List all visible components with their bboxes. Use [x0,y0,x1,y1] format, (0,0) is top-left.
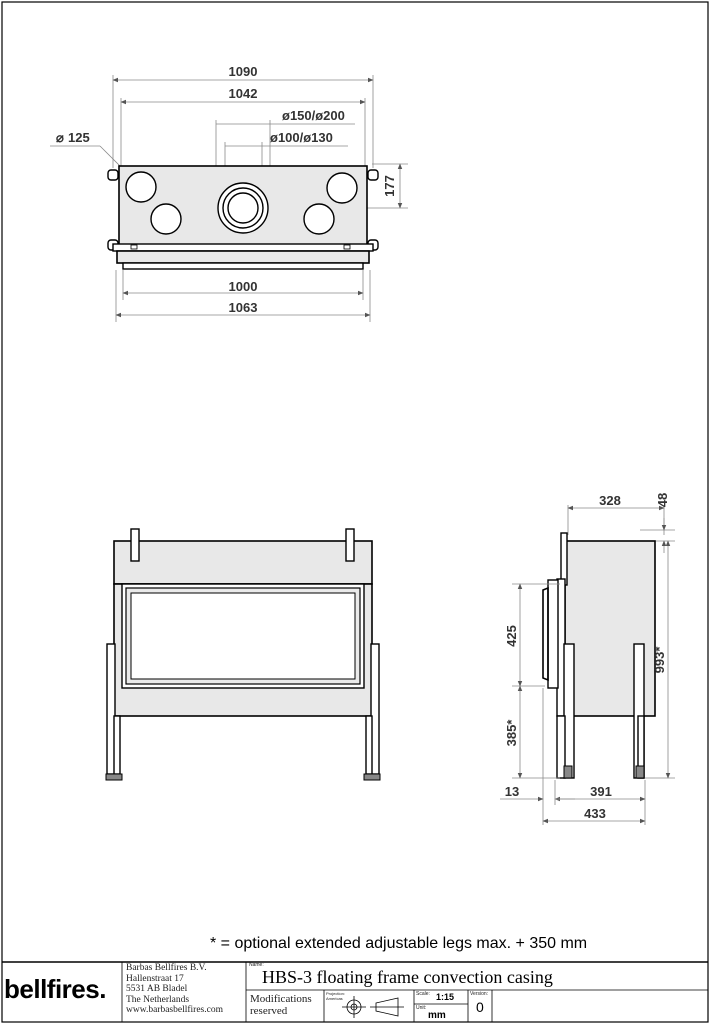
modifications-line: Modifications [250,993,312,1005]
dim-depth-offset: 177 [382,175,397,197]
convection-hole [125,171,157,203]
company-address: Barbas Bellfires B.V. Hallenstraat 17 55… [126,963,223,1016]
legs-note: * = optional extended adjustable legs ma… [210,935,588,952]
dim-side-depth-top: 328 [599,493,621,508]
convection-hole [303,203,335,235]
dim-side-top-offset: 48 [655,493,670,507]
address-line: The Netherlands [126,994,190,1005]
brand-logo: bellfires. [4,974,106,1004]
dim-side-total-height: 993* [652,646,667,674]
dim-top-width-overall: 1090 [229,64,258,79]
address-line: Hallenstraat 17 [126,973,184,984]
dim-bottom-width: 1063 [229,300,258,315]
unit-label: Unit: [416,1005,427,1011]
address-line: Barbas Bellfires B.V. [126,963,207,973]
dim-hole-diameter: 125 [68,130,90,145]
version-label: Version: [470,991,489,997]
dim-flue-outer: ø150/ø200 [282,108,345,123]
name-label: Name: [249,962,264,968]
scale-value: 1:15 [436,992,455,1002]
dim-side-depth-total: 433 [584,806,606,821]
address-line: 5531 AB Bladel [126,984,188,994]
projection-line: Americas [326,996,343,1001]
scale-label: Scale: [416,991,430,997]
top-view: 1090 1042 ø150/ø200 ø100/ø130 ⌀ 125 177 [50,64,408,322]
dim-flue-inner: ø100/ø130 [270,130,333,145]
address-line: www.barbasbellfires.com [126,1005,223,1015]
modifications-note: Modifications reserved [250,993,312,1017]
unit-value: mm [428,1010,446,1021]
dim-top-width-body: 1042 [229,86,258,101]
dim-hole-diameter-symbol: ⌀ [56,130,64,145]
version-value: 0 [476,999,484,1015]
flue-inner-circle [227,192,259,224]
convection-hole [150,203,182,235]
modifications-line: reserved [250,1005,288,1017]
projection-label: Projection: Americas [326,991,345,1001]
title-block [2,961,708,1022]
convection-hole [326,172,358,204]
dim-side-front-offset: 13 [505,784,519,799]
side-view: 328 48 425 385* 993* [500,493,675,825]
front-view [105,528,381,781]
drawing-name: HBS-3 floating frame convection casing [262,967,553,987]
dim-side-depth-body: 391 [590,784,612,799]
dim-side-leg-height: 385* [504,719,519,747]
dim-frame-width: 1000 [229,279,258,294]
projection-line: Projection: [326,991,345,996]
dim-side-glass-height: 425 [504,625,519,647]
